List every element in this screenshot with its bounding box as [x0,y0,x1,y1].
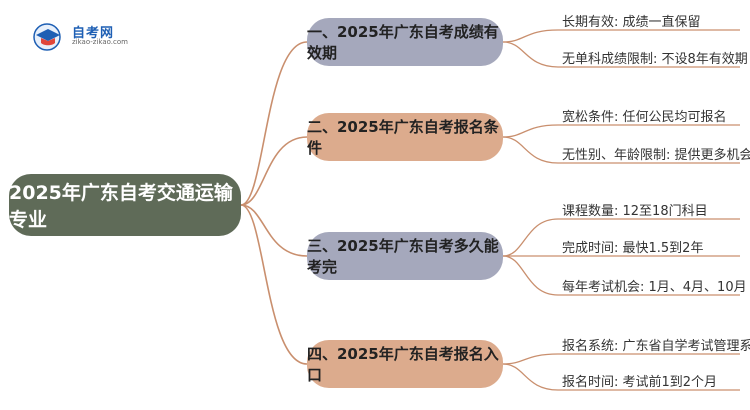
branch-node-3: 三、2025年广东自考多久能考完 [307,232,503,280]
leaf-item: 报名系统: 广东省自学考试管理系统 [562,339,750,354]
leaf-item: 宽松条件: 任何公民均可报名 [562,110,727,125]
leaf-item: 无单科成绩限制: 不设8年有效期 [562,52,748,67]
leaf-item: 完成时间: 最快1.5到2年 [562,241,704,256]
branch-node-2: 二、2025年广东自考报名条件 [307,113,503,161]
logo-url: zikao-zikao.com [72,38,128,46]
link-b4-leaf-1 [502,353,559,365]
branch-node-4: 四、2025年广东自考报名入口 [307,340,503,388]
link-root-branch-2 [240,136,308,206]
branch-node-1: 一、2025年广东自考成绩有效期 [307,18,503,66]
root-node: 2025年广东自考交通运输专业 [9,174,241,236]
link-root-branch-4 [240,204,308,365]
link-root-branch-3 [240,204,308,257]
branch-label: 三、2025年广东自考多久能考完 [307,237,499,276]
link-b1-leaf-2 [502,41,559,68]
leaf-item: 报名时间: 考试前1到2个月 [562,375,718,390]
link-b3-leaf-3 [502,255,559,296]
leaf-item: 无性别、年龄限制: 提供更多机会 [562,148,750,163]
link-b1-leaf-1 [502,29,559,43]
graduation-cap-icon [33,23,61,51]
leaf-item: 每年考试机会: 1月、4月、10月 [562,280,747,295]
link-root-branch-1 [240,41,308,206]
link-b4-leaf-2 [502,363,559,391]
branch-label: 一、2025年广东自考成绩有效期 [307,23,499,62]
leaf-item: 长期有效: 成绩一直保留 [562,15,701,30]
link-b2-leaf-1 [502,124,559,138]
site-logo[interactable]: 自考网 zikao-zikao.com [32,22,172,52]
root-label: 2025年广东自考交通运输专业 [9,182,233,231]
leaf-item: 课程数量: 12至18门科目 [562,204,708,219]
branch-label: 四、2025年广东自考报名入口 [307,345,499,384]
branch-label: 二、2025年广东自考报名条件 [307,118,499,157]
logo-name: 自考网 [72,26,115,41]
link-b2-leaf-2 [502,136,559,164]
link-b3-leaf-1 [502,218,559,257]
